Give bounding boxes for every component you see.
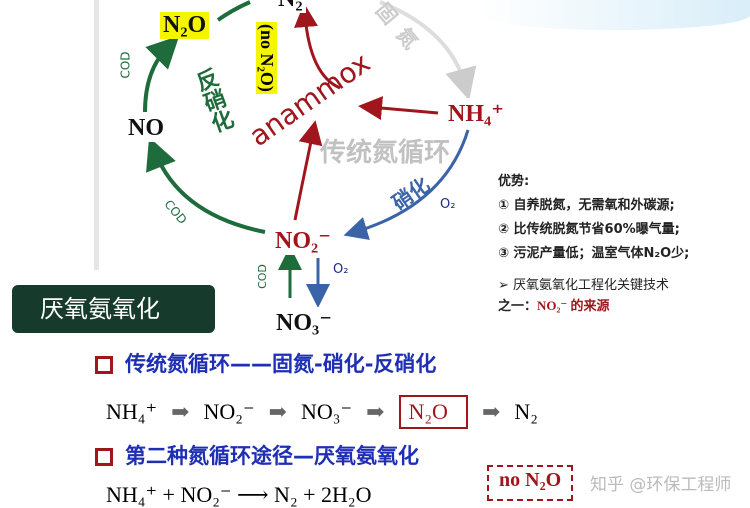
arrow-anammox-n2 <box>294 3 341 90</box>
no-n2o-box: no N₂O <box>487 465 574 501</box>
arrow-icon: ➡ <box>171 399 190 424</box>
node-no3: NO₃⁻ <box>273 307 335 337</box>
arrow-icon: ➡ <box>268 399 287 424</box>
label-box: 厌氧氨氧化 <box>12 285 215 333</box>
cod-label-top: COD <box>118 51 133 79</box>
watermark: 知乎 @环保工程师 <box>590 475 732 495</box>
section2-title: 第二种氮循环途径—厌氧氨氧化 <box>95 440 419 470</box>
arrow-no2-no <box>146 137 266 234</box>
chain-no3: NO₃⁻ <box>301 399 353 424</box>
key-tech-line2: 之一： <box>498 299 538 314</box>
advantages-panel: 优势: ① 自养脱氮，无需氧和外碳源; ② 比传统脱氮节省60%曝气量; ③ 污… <box>498 170 743 317</box>
no-n2o-vertical: (no N₂O) <box>256 22 277 94</box>
arrow-n2o-n2 <box>216 0 251 22</box>
advantage-item: ② 比传统脱氮节省60%曝气量; <box>498 222 680 237</box>
o2-label-nitrification: O₂ <box>440 197 456 212</box>
key-tech-line1: ➢ 厌氧氨氧化工程化关键技术 <box>498 278 670 293</box>
arrow-icon: ➡ <box>366 399 385 424</box>
section1-title: 传统氮循环——固氮-硝化-反硝化 <box>95 348 436 378</box>
node-no: NO <box>125 115 167 142</box>
cod-label-arrow: COD <box>255 264 269 289</box>
node-nh4: NH₄⁺ <box>445 98 507 128</box>
reaction-chain: NH₄⁺ ➡ NO₂⁻ ➡ NO₃⁻ ➡ N₂O ➡ N₂ <box>106 395 538 429</box>
anammox-equation: NH₄⁺ + NO₂⁻ ⟶ N₂ + 2H₂O <box>106 482 372 507</box>
section2-title-text: 第二种氮循环途径—厌氧氨氧化 <box>125 444 419 468</box>
advantage-item: ① 自养脱氮，无需氧和外碳源; <box>498 198 675 213</box>
chain-no2: NO₂⁻ <box>203 399 255 424</box>
advantages-title: 优势: <box>498 174 530 189</box>
arrow-nh4-anammox <box>358 96 439 121</box>
node-n2o: N₂O <box>160 12 210 39</box>
bullet-square-icon <box>95 448 113 466</box>
top-wave <box>480 0 750 30</box>
node-n2-top: N₂ <box>275 0 306 13</box>
key-tech-highlight: NO₂⁻ 的来源 <box>537 298 610 313</box>
node-no2: NO₂⁻ <box>272 225 334 255</box>
o2-label-arrow: O₂ <box>333 262 349 277</box>
bullet-square-icon <box>95 356 113 374</box>
arrow-no-n2o <box>143 35 180 113</box>
chain-n2: N₂ <box>514 399 538 424</box>
label-box-text: 厌氧氨氧化 <box>40 295 160 323</box>
faded-title: 传统氮循环 <box>320 138 451 168</box>
arrow-nh4-no2 <box>343 129 470 241</box>
chain-n2o: N₂O <box>398 395 468 429</box>
arrow-icon: ➡ <box>481 399 501 424</box>
section1-title-text: 传统氮循环——固氮-硝化-反硝化 <box>125 352 437 376</box>
arrow-no2-anammox <box>293 120 323 221</box>
divider <box>94 0 99 270</box>
arrow-fixation <box>379 0 477 101</box>
advantage-item: ③ 污泥产量低；温室气体N₂O少; <box>498 246 690 261</box>
chain-nh4: NH₄⁺ <box>106 399 158 424</box>
